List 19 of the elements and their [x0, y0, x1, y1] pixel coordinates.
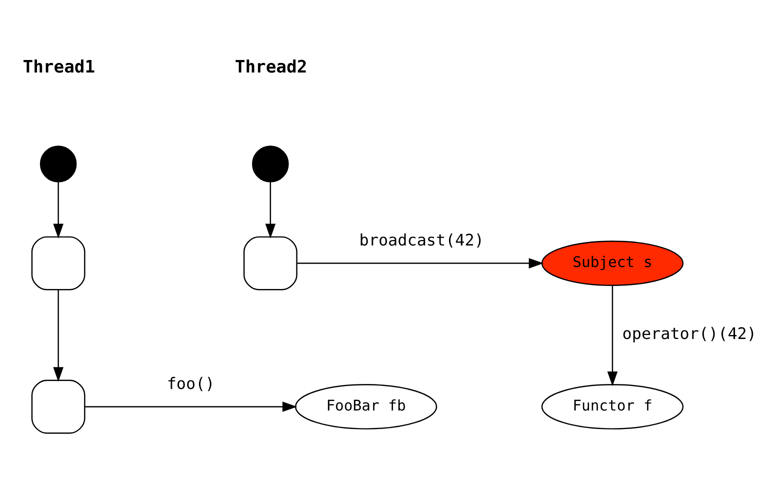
- arrow: [85, 402, 298, 412]
- node-ellipse: Subject s: [541, 240, 684, 286]
- node-ellipse: Functor f: [541, 384, 684, 430]
- arrow: [297, 258, 544, 268]
- node-box: [31, 236, 86, 290]
- node-ellipse: FooBar fb: [294, 384, 438, 430]
- edge-label: foo(): [166, 374, 215, 393]
- label: Thread1: [22, 57, 96, 78]
- node-circle: [40, 146, 77, 182]
- arrow: [265, 182, 276, 239]
- arrow: [53, 182, 64, 239]
- arrow: [607, 286, 618, 386]
- node-box: [31, 380, 86, 434]
- arrow: [53, 290, 64, 382]
- node-circle: [252, 146, 289, 182]
- edge-label: broadcast(42): [359, 230, 484, 250]
- label: Thread2: [234, 57, 308, 78]
- node-box: [243, 236, 298, 290]
- edge-label: operator()(42): [622, 324, 756, 344]
